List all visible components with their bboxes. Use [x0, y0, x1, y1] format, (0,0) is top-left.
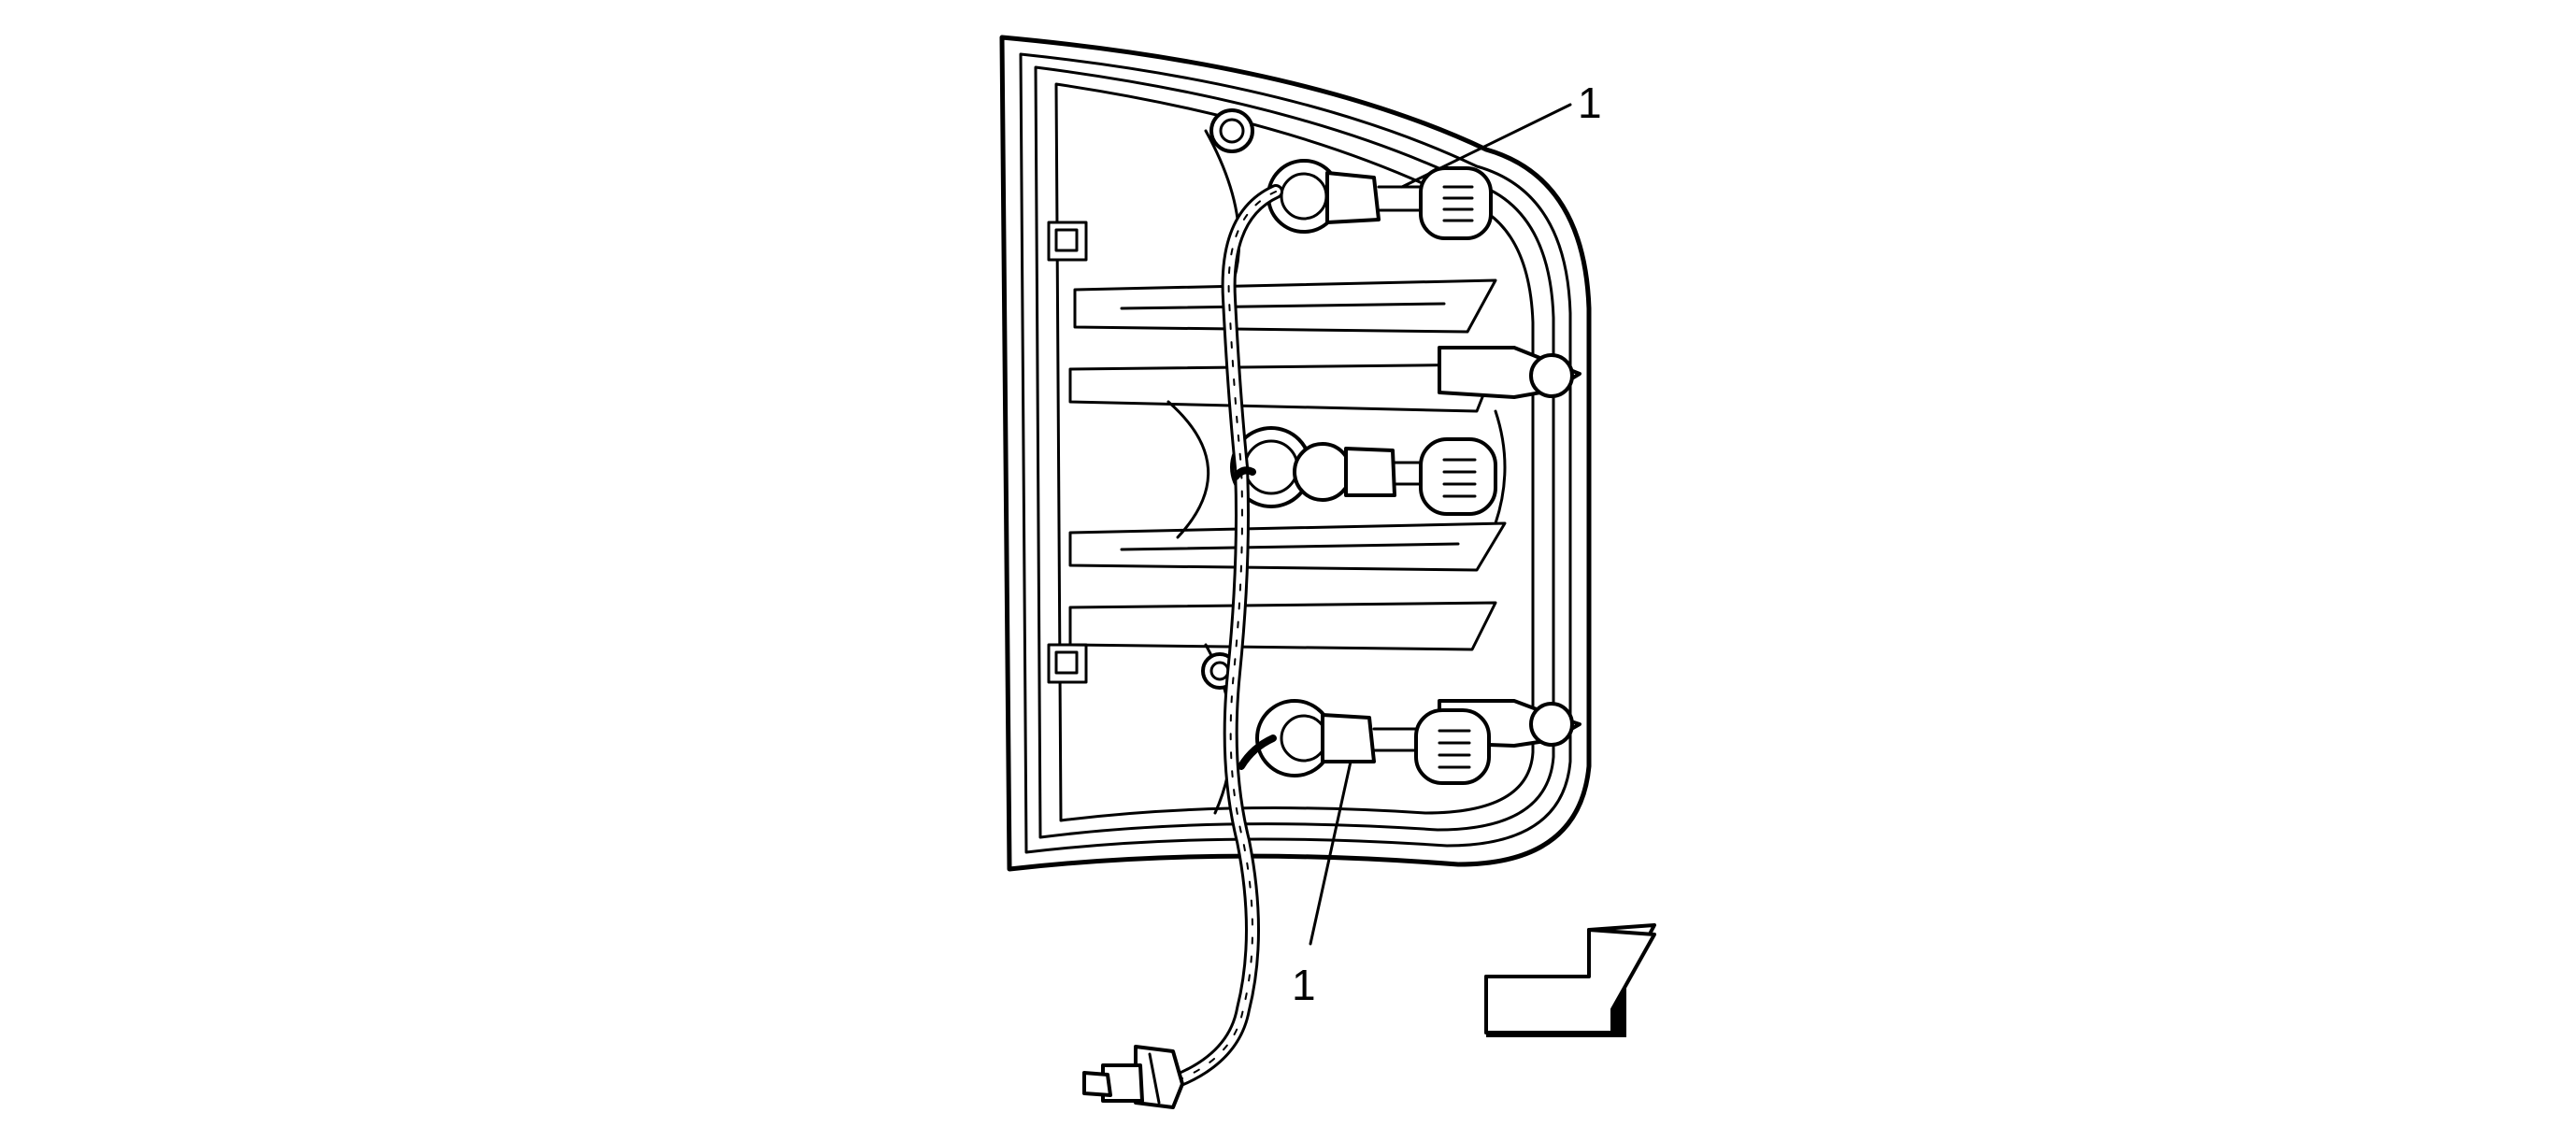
direction-arrow-icon [1484, 923, 1656, 1037]
harness-connector [1082, 1045, 1184, 1109]
callout-1-top: 1 [1578, 78, 1602, 127]
bulb-socket-bottom [1255, 699, 1491, 785]
wiring-harness [1161, 184, 1283, 1091]
bulb-socket-top [1267, 159, 1493, 240]
callout-1-bottom: 1 [1292, 961, 1316, 1009]
callout-leaders [1309, 103, 1572, 946]
bulb-socket-middle [1230, 426, 1497, 516]
